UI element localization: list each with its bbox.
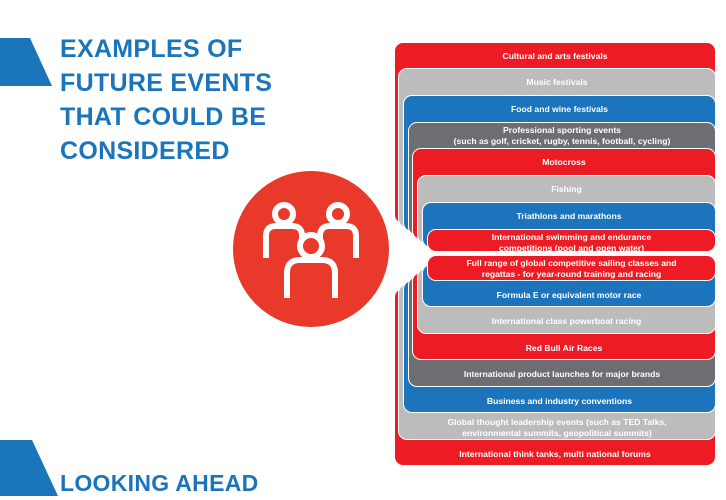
corner-triangle-top bbox=[0, 38, 52, 86]
event-label: International product launches for major… bbox=[463, 369, 661, 379]
event-item: Full range of global competitive sailing… bbox=[427, 255, 716, 281]
event-label: International think tanks, multi nationa… bbox=[459, 448, 651, 459]
event-label: Global thought leadership events (such a… bbox=[447, 416, 667, 438]
event-label: Formula E or equivalent motor race bbox=[496, 289, 642, 300]
event-label: International class powerboat racing bbox=[491, 316, 642, 326]
corner-triangle-bottom bbox=[0, 440, 58, 496]
title-line: EXAMPLES OF bbox=[60, 35, 243, 63]
event-label: Music festivals bbox=[526, 77, 588, 87]
section-title: LOOKING AHEAD bbox=[60, 470, 259, 496]
event-label: Full range of global competitive sailing… bbox=[466, 258, 677, 279]
event-label: Triathlons and marathons bbox=[516, 211, 622, 221]
event-label: Food and wine festivals bbox=[511, 104, 608, 114]
event-label: Fishing bbox=[551, 184, 582, 194]
title-line: CONSIDERED bbox=[60, 137, 230, 165]
event-item: International swimming and endurance com… bbox=[427, 229, 716, 253]
event-label: International swimming and endurance com… bbox=[491, 232, 652, 253]
page-title: EXAMPLES OF FUTURE EVENTS THAT COULD BE … bbox=[60, 32, 272, 168]
event-label: Cultural and arts festivals bbox=[502, 50, 608, 61]
event-label: Professional sporting events (such as go… bbox=[453, 125, 671, 146]
title-line: THAT COULD BE bbox=[60, 103, 267, 131]
people-group-icon bbox=[233, 171, 389, 327]
event-label: Motocross bbox=[542, 157, 586, 167]
event-label: Red Bull Air Races bbox=[525, 342, 603, 353]
title-line: FUTURE EVENTS bbox=[60, 69, 273, 97]
event-label: Business and industry conventions bbox=[486, 395, 633, 406]
